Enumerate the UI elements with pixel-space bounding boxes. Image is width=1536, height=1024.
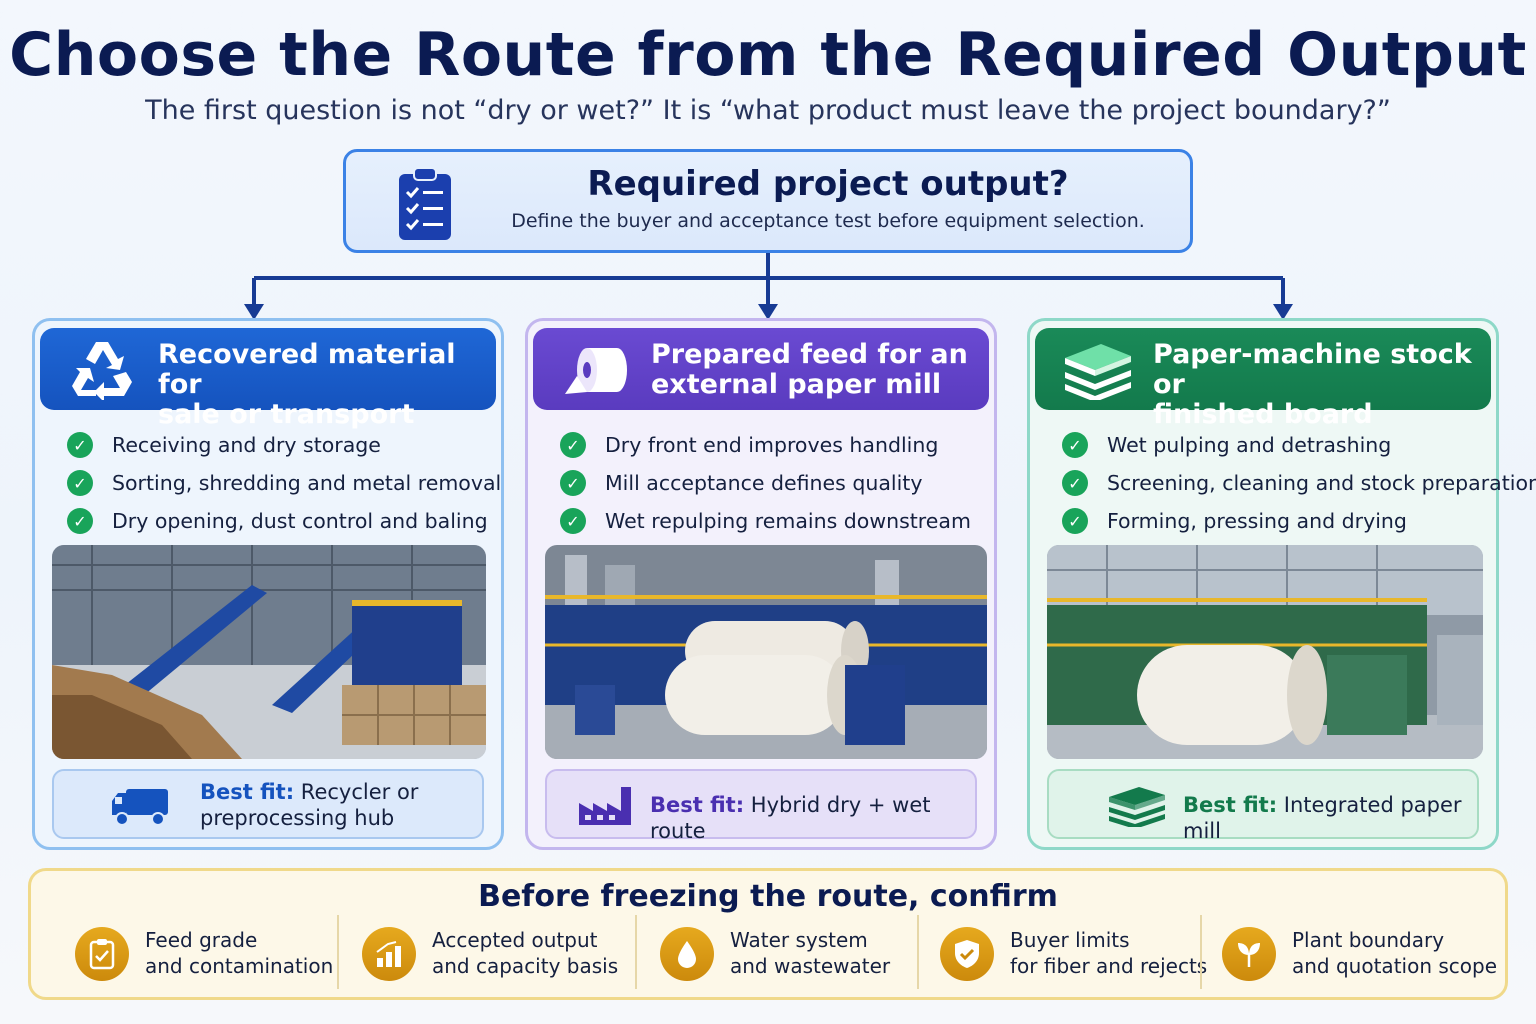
list-item: ✓Receiving and dry storage <box>67 426 491 464</box>
route-title-line2: finished board <box>1153 399 1373 430</box>
route-card-recovered-material: Recovered material for sale or transport… <box>32 318 504 850</box>
question-subtitle: Define the buyer and acceptance test bef… <box>511 210 1145 232</box>
best-fit-box: Best fit: Integrated paper mill <box>1047 769 1479 843</box>
route-title-line1: Paper-machine stock or <box>1153 339 1472 400</box>
recycling-facility-photo <box>52 545 486 759</box>
page-subtitle: The first question is not “dry or wet?” … <box>145 95 1391 126</box>
best-fit-value: Integrated paper mill <box>1183 793 1462 843</box>
paper-machine-hall-photo <box>1047 545 1483 759</box>
divider <box>1200 915 1202 989</box>
shield-check-icon <box>940 927 994 981</box>
list-item: ✓Wet repulping remains downstream <box>560 502 984 540</box>
best-fit-value: Hybrid dry + wet route <box>650 793 931 843</box>
divider <box>917 915 919 989</box>
bar-chart-growth-icon <box>362 927 416 981</box>
page-title: Choose the Route from the Required Outpu… <box>9 20 1527 90</box>
route-bullet-list: ✓Dry front end improves handling ✓Mill a… <box>560 426 984 540</box>
pulping-plant-photo <box>545 545 987 759</box>
best-fit-value: Recycler or preprocessing hub <box>200 780 419 830</box>
list-item: ✓Dry front end improves handling <box>560 426 984 464</box>
divider <box>337 915 339 989</box>
check-circle-icon: ✓ <box>560 470 586 496</box>
list-item: ✓Wet pulping and detrashing <box>1062 426 1486 464</box>
best-fit-box: Best fit: Recycler or preprocessing hub <box>52 769 484 839</box>
route-title-line1: Recovered material for <box>158 339 456 400</box>
route-card-header: Recovered material for sale or transport <box>40 328 496 430</box>
truck-icon <box>112 789 168 826</box>
list-item: ✓Mill acceptance defines quality <box>560 464 984 502</box>
clipboard-checklist-icon <box>399 167 451 240</box>
check-circle-icon: ✓ <box>560 432 586 458</box>
check-circle-icon: ✓ <box>560 508 586 534</box>
water-drop-icon <box>660 927 714 981</box>
best-fit-label: Best fit: <box>650 793 745 817</box>
plant-sprout-icon <box>1222 927 1276 981</box>
route-title-line2: sale or transport <box>158 399 415 430</box>
clipboard-check-icon <box>75 927 129 981</box>
check-circle-icon: ✓ <box>67 432 93 458</box>
route-title-line2: external paper mill <box>651 369 942 400</box>
required-output-question-box: Required project output? Define the buye… <box>343 149 1193 253</box>
check-circle-icon: ✓ <box>1062 470 1088 496</box>
divider <box>635 915 637 989</box>
best-fit-label: Best fit: <box>1183 793 1278 817</box>
route-bullet-list: ✓Wet pulping and detrashing ✓Screening, … <box>1062 426 1536 540</box>
list-item: ✓Sorting, shredding and metal removal <box>67 464 501 502</box>
route-bullet-list: ✓Receiving and dry storage ✓Sorting, shr… <box>67 426 501 540</box>
list-item: ✓Dry opening, dust control and baling <box>67 502 491 540</box>
stacked-board-icon <box>1065 344 1131 400</box>
list-item: ✓Forming, pressing and drying <box>1062 502 1486 540</box>
route-card-header: Paper-machine stock or finished board <box>1035 328 1491 430</box>
best-fit-box: Best fit: Hybrid dry + wet route <box>545 769 977 843</box>
list-item: ✓Screening, cleaning and stock preparati… <box>1062 464 1536 502</box>
check-circle-icon: ✓ <box>1062 508 1088 534</box>
check-circle-icon: ✓ <box>1062 432 1088 458</box>
best-fit-label: Best fit: <box>200 780 295 804</box>
confirm-panel: Before freezing the route, confirm Feed … <box>28 868 1508 1000</box>
route-card-paper-machine-stock: Paper-machine stock or finished board ✓W… <box>1027 318 1536 850</box>
recycle-icon <box>72 342 132 400</box>
confirm-title: Before freezing the route, confirm <box>478 879 1058 914</box>
route-card-prepared-feed: Prepared feed for an external paper mill… <box>525 318 997 850</box>
check-circle-icon: ✓ <box>67 470 93 496</box>
route-title-line1: Prepared feed for an <box>651 339 968 370</box>
question-title: Required project output? <box>587 164 1069 204</box>
route-card-header: Prepared feed for an external paper mill <box>533 328 989 410</box>
stacked-sheets-icon <box>1109 787 1165 827</box>
paper-roll-icon <box>565 348 627 394</box>
factory-icon <box>579 787 631 825</box>
check-circle-icon: ✓ <box>67 508 93 534</box>
